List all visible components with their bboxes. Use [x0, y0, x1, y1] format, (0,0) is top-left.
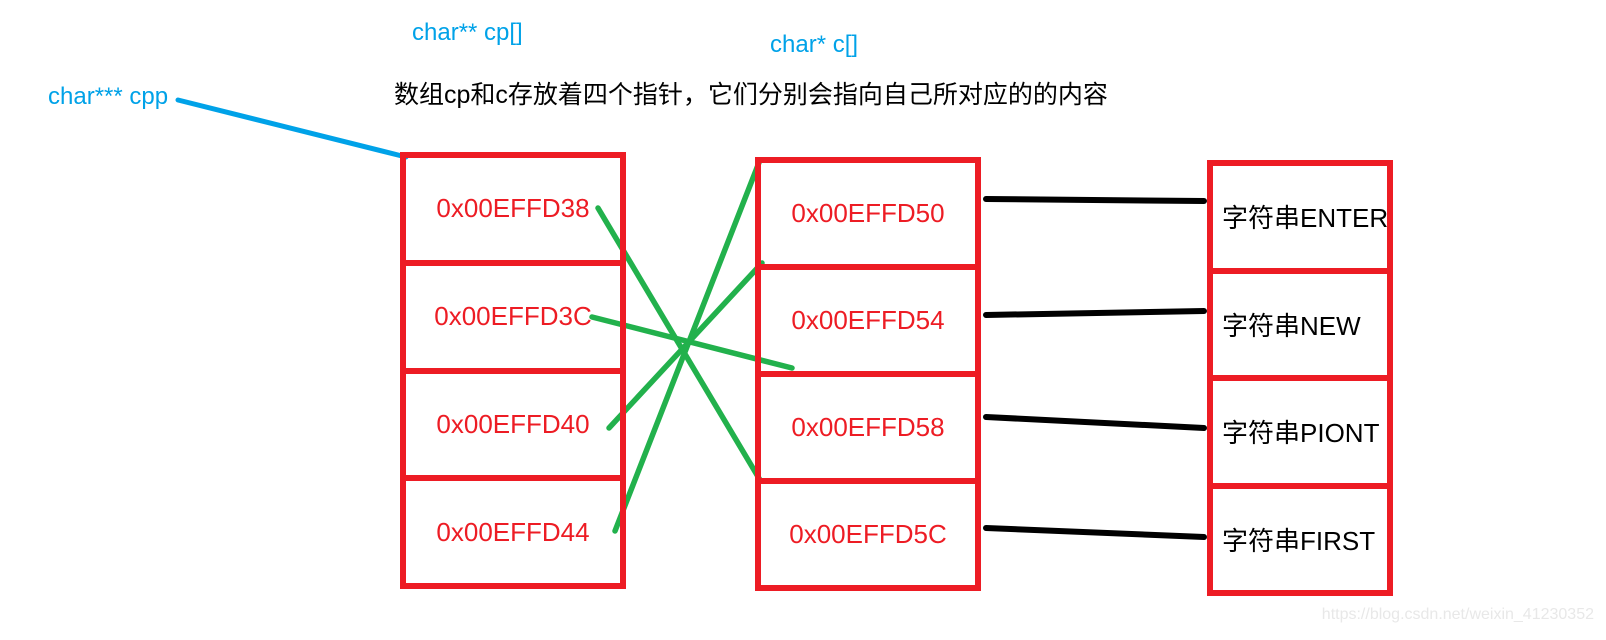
c1-to-new-line: [983, 308, 1207, 318]
label-cp-array: char** cp[]: [412, 19, 523, 46]
c0-to-enter-line: [983, 196, 1207, 204]
string-cell-2: 字符串PIONT: [1213, 375, 1387, 483]
c3-to-first-line: [983, 525, 1207, 540]
string-cell-1: 字符串NEW: [1213, 267, 1387, 376]
cp-cell-0: 0x00EFFD38: [436, 193, 590, 224]
c-array-box: 0x00EFFD50 0x00EFFD54 0x00EFFD58 0x00EFF…: [755, 157, 981, 591]
cp-array-box: 0x00EFFD38 0x00EFFD3C 0x00EFFD40 0x00EFF…: [400, 152, 626, 589]
cp-cell-1: 0x00EFFD3C: [406, 259, 620, 368]
label-c-array: char* c[]: [770, 31, 859, 58]
cpp-to-cp-line: [175, 97, 409, 160]
c-cell-1: 0x00EFFD54: [761, 264, 975, 371]
cp-cell-2: 0x00EFFD40: [406, 367, 620, 476]
c-cell-0: 0x00EFFD50: [791, 198, 945, 228]
string-cell-0: 字符串ENTER: [1222, 203, 1389, 234]
c-cell-3: 0x00EFFD5C: [761, 478, 975, 585]
strings-box: 字符串ENTER 字符串NEW 字符串PIONT 字符串FIRST: [1207, 160, 1393, 596]
c-cell-2: 0x00EFFD58: [761, 371, 975, 478]
description-text: 数组cp和c存放着四个指针，它们分别会指向自己所对应的的内容: [394, 81, 1108, 109]
watermark-url: https://blog.csdn.net/weixin_41230352: [1321, 606, 1594, 623]
string-cell-3: 字符串FIRST: [1213, 482, 1387, 591]
c2-to-piont-line: [983, 414, 1207, 431]
cp2-to-c1-line: [606, 260, 765, 431]
label-cpp-pointer: char*** cpp: [48, 83, 169, 110]
cp-cell-3: 0x00EFFD44: [406, 475, 620, 583]
cp3-to-c0-line: [612, 157, 763, 534]
